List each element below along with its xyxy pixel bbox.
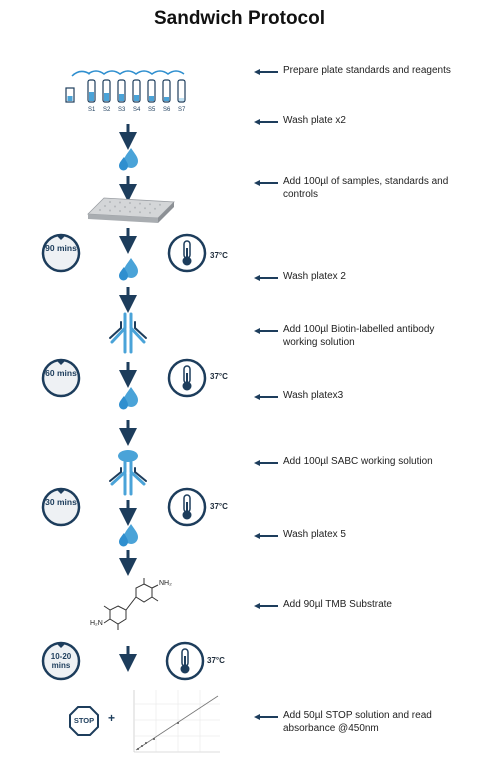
tube-label-s6: S6 <box>163 107 171 113</box>
step-text: Wash platex 2 <box>283 271 346 282</box>
step-text: Prepare plate standards and reagents <box>283 65 451 76</box>
timer-label: 30 mins <box>45 497 77 507</box>
left-arrow-icon <box>254 714 278 720</box>
step-7: Add 100µl SABC working solution <box>254 455 463 468</box>
left-arrow-icon <box>254 533 278 539</box>
step-text: Add 50µl STOP solution and read absorban… <box>283 710 432 734</box>
page-title: Sandwich Protocol <box>153 8 326 29</box>
timer-label: 10-20 mins <box>50 652 72 670</box>
step-6: Wash platex3 <box>254 389 463 402</box>
timer-label: 90 mins <box>45 243 77 253</box>
thermometer-icon <box>167 358 207 398</box>
tube-label-s5: S5 <box>148 107 156 113</box>
step-10: Add 50µl STOP solution and read absorban… <box>254 709 463 735</box>
absorbance-plot-icon <box>133 690 220 753</box>
left-arrow-icon <box>254 460 278 466</box>
nh2-label: NH₂ <box>159 580 172 587</box>
microplate-icon <box>87 197 175 223</box>
step-9: Add 90µl TMB Substrate <box>254 598 463 611</box>
timer-icon <box>41 487 81 527</box>
step-text: Wash platex 5 <box>283 529 346 540</box>
left-arrow-icon <box>254 69 278 75</box>
h2n-label: H₂N <box>90 620 103 627</box>
plus-sign: + <box>108 711 116 725</box>
temperature-label: 37°C <box>210 372 228 381</box>
left-arrow-icon <box>254 119 278 125</box>
left-arrow-icon <box>254 603 278 609</box>
tube-label-s7: S7 <box>178 107 186 113</box>
left-arrow-icon <box>254 275 278 281</box>
timer-icon <box>41 233 81 273</box>
antibody-icon <box>109 312 147 354</box>
step-5: Add 100µl Biotin-labelled antibody worki… <box>254 323 463 349</box>
step-2: Wash plate x2 <box>254 114 463 127</box>
stop-label: STOP <box>73 716 95 725</box>
step-text: Wash plate x2 <box>283 115 346 126</box>
tube-label-s1: S1 <box>88 107 96 113</box>
temperature-label: 37°C <box>207 656 225 665</box>
left-arrow-icon <box>254 394 278 400</box>
thermometer-icon <box>167 487 207 527</box>
timer-icon <box>41 358 81 398</box>
wash-drops-icon <box>119 148 138 171</box>
step-text: Add 100µl SABC working solution <box>283 456 433 467</box>
wash-drops-icon <box>119 258 138 281</box>
standards-tubes-icon <box>65 70 186 103</box>
wash-drops-icon <box>119 387 138 410</box>
sabc-complex-icon <box>109 450 147 496</box>
step-text: Add 100µl of samples, standards and cont… <box>283 176 449 200</box>
step-8: Wash platex 5 <box>254 528 463 541</box>
step-3: Add 100µl of samples, standards and cont… <box>254 175 463 201</box>
step-4: Wash platex 2 <box>254 270 463 283</box>
left-arrow-icon <box>254 328 278 334</box>
temperature-label: 37°C <box>210 251 228 260</box>
tube-label-s2: S2 <box>103 107 111 113</box>
flow-arrows <box>119 124 137 672</box>
wash-drops-icon <box>119 524 138 547</box>
step-1: Prepare plate standards and reagents <box>254 64 463 77</box>
step-text: Wash platex3 <box>283 390 344 401</box>
step-text: Add 100µl Biotin-labelled antibody worki… <box>283 324 435 348</box>
tube-label-s3: S3 <box>118 107 126 113</box>
step-text: Add 90µl TMB Substrate <box>283 599 392 610</box>
tmb-molecule-icon <box>103 578 159 630</box>
stop-sign-icon <box>69 706 99 736</box>
tube-label-s4: S4 <box>133 107 141 113</box>
thermometer-icon <box>167 233 207 273</box>
thermometer-icon <box>165 641 205 681</box>
left-arrow-icon <box>254 180 278 186</box>
timer-icon <box>41 641 81 681</box>
timer-label: 60 mins <box>45 368 77 378</box>
temperature-label: 37°C <box>210 502 228 511</box>
